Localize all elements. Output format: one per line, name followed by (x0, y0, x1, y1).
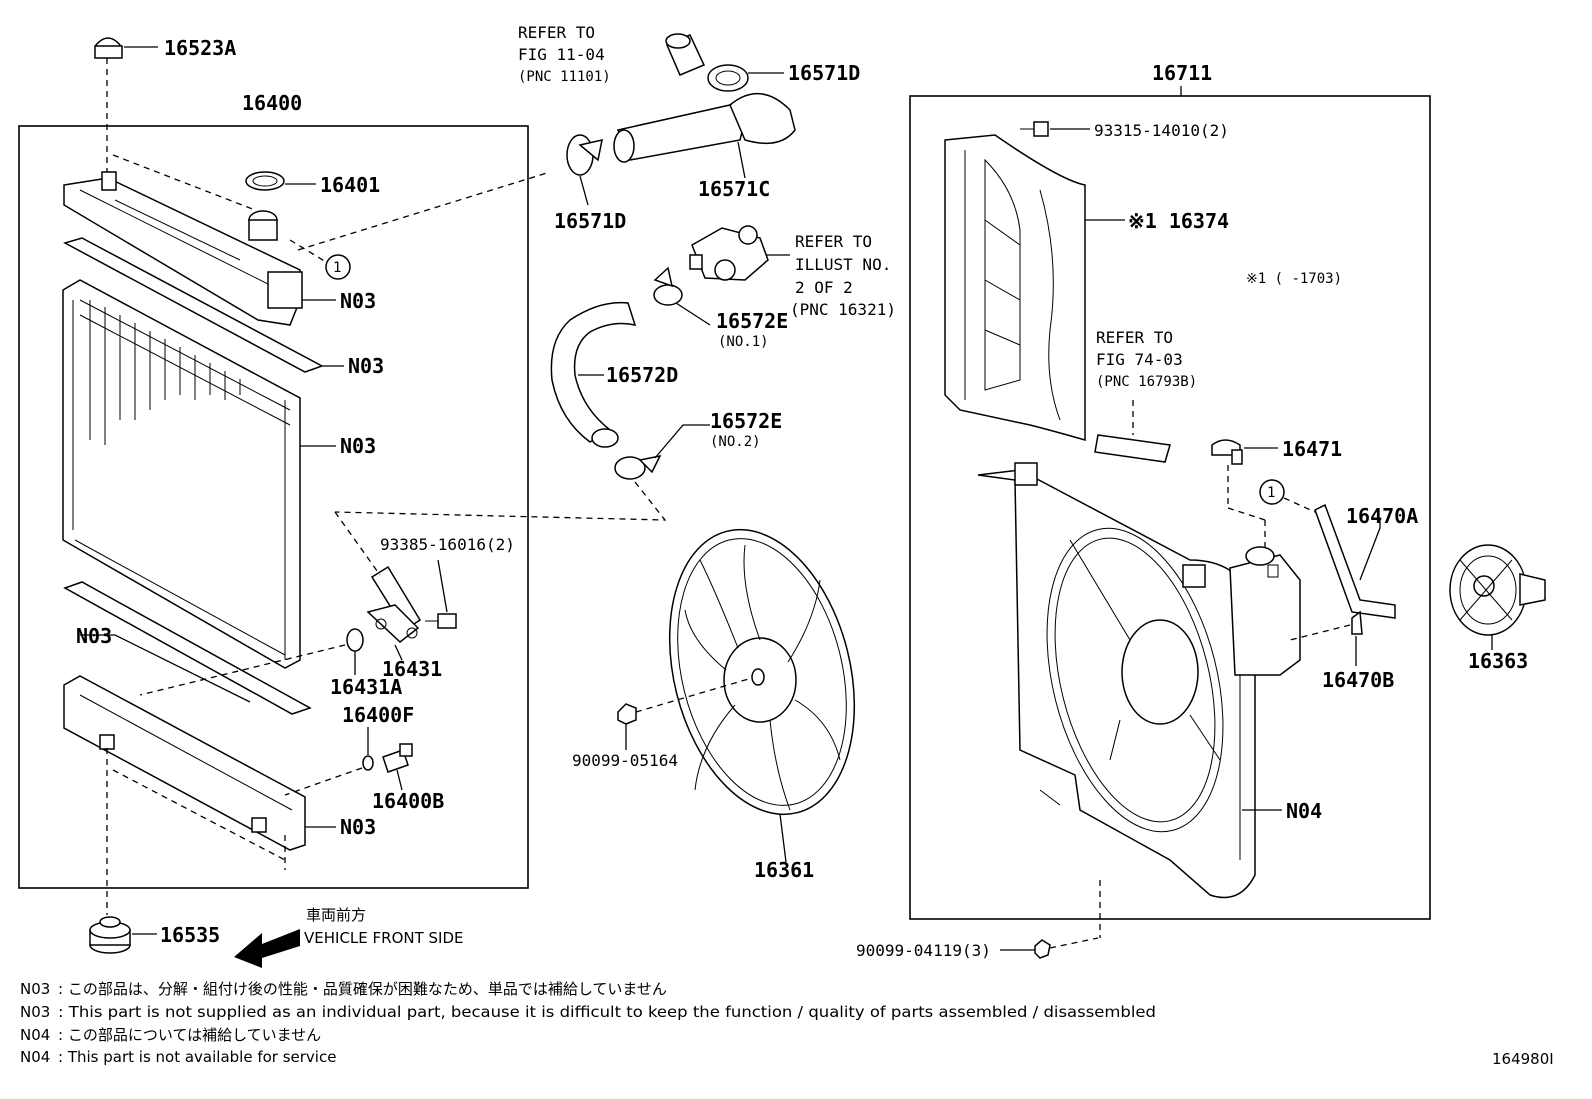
mount-cushion-16535-icon (89, 916, 131, 954)
hose-clip-16470B-icon (1351, 610, 1363, 635)
label-16374: ※1 16374 (1128, 209, 1229, 233)
label-16471: 16471 (1282, 437, 1342, 461)
footnote-1: ※1 ( -1703) (1246, 271, 1342, 287)
radiator-cap-16523A-icon (94, 37, 123, 59)
marker-1-right: 1 (1267, 485, 1275, 501)
label-16363: 16363 (1468, 649, 1528, 673)
label-n03-upper-seal: N03 (348, 354, 384, 378)
fan-shroud-group-box (909, 95, 1431, 920)
bolt-90099-04119-icon (1034, 939, 1051, 959)
cap-gasket-16401-icon (245, 171, 285, 191)
bolt-93315-icon (1020, 121, 1049, 137)
radiator-hose-16571C-icon (613, 92, 796, 163)
refer-fig-11-04-line2: FIG 11-04 (518, 45, 605, 64)
label-16572D: 16572D (606, 363, 678, 387)
label-16572E-no2: 16572E (710, 409, 782, 433)
label-16571D-left: 16571D (554, 209, 626, 233)
refer-illust-line2: ILLUST NO. (795, 255, 891, 274)
label-n03-lower-tank: N03 (340, 815, 376, 839)
radiator-lower-tank-icon (63, 675, 306, 851)
nut-90099-05164-icon (617, 703, 637, 725)
label-16523A: 16523A (164, 36, 236, 60)
hose-clamp-16572E-no1-icon (653, 266, 683, 306)
label-pad-icon (1094, 434, 1171, 463)
vehicle-front-label-jp: 車両前方 (306, 906, 366, 924)
label-16470A: 16470A (1346, 504, 1418, 528)
refer-fig-11-04-line3: (PNC 11101) (518, 69, 611, 85)
fan-shroud-icon (977, 462, 1256, 899)
label-16400: 16400 (242, 91, 302, 115)
label-16571C: 16571C (698, 177, 770, 201)
refer-illust-line3: 2 OF 2 (795, 278, 853, 297)
drain-plug-16400B-icon (382, 743, 413, 773)
water-outlet-icon (689, 225, 769, 281)
label-16571D-top: 16571D (788, 61, 860, 85)
refer-fig-74-03-line1: REFER TO (1096, 328, 1173, 347)
figure-id: 164980I (1492, 1050, 1554, 1068)
note-code-4: N04 (20, 1048, 50, 1066)
outlet-pipe-16431-icon (366, 565, 422, 643)
o-ring-16400F-icon (362, 755, 374, 771)
label-90099-05164: 90099-05164 (572, 751, 678, 770)
label-16572E-no2-sub: (NO.2) (710, 434, 761, 450)
radiator-group-box (18, 125, 529, 889)
hose-clamp-16571D-top-icon (707, 64, 749, 92)
label-16400B: 16400B (372, 789, 444, 813)
vehicle-front-arrow-icon (234, 929, 300, 968)
note-code-3: N04 (20, 1026, 50, 1044)
radiator-core-icon (62, 279, 301, 669)
refer-illust-line1: REFER TO (795, 232, 872, 251)
refer-illust-line4: (PNC 16321) (790, 300, 896, 319)
label-16572E-no1: 16572E (716, 309, 788, 333)
refer-fig-74-03-line2: FIG 74-03 (1096, 350, 1183, 369)
reservoir-tank-icon (1229, 546, 1301, 676)
label-90099-04119: 90099-04119(3) (856, 941, 991, 960)
overflow-hose-16470A-icon (1314, 503, 1396, 619)
note-text-2: : This part is not supplied as an indivi… (58, 1003, 1156, 1021)
label-16711: 16711 (1152, 61, 1212, 85)
marker-1-left: 1 (333, 260, 341, 276)
vehicle-front-label-en: VEHICLE FRONT SIDE (304, 929, 464, 947)
label-93385: 93385-16016(2) (380, 535, 515, 554)
radiator-upper-tank-icon (63, 171, 303, 326)
label-n03-core: N03 (340, 434, 376, 458)
label-16572E-no1-sub: (NO.1) (718, 334, 769, 350)
connection-marker-1-icon (325, 254, 351, 280)
label-n04: N04 (1286, 799, 1322, 823)
label-n03-lower-seal: N03 (76, 624, 112, 648)
cooling-fan-16361-icon (668, 528, 856, 816)
label-16400F: 16400F (342, 703, 414, 727)
o-ring-16431A-icon (346, 628, 364, 652)
hose-clamp-16571D-left-icon (566, 134, 603, 176)
label-16535: 16535 (160, 923, 220, 947)
refer-fig-11-04-line1: REFER TO (518, 23, 595, 42)
label-16401: 16401 (320, 173, 380, 197)
label-16470B: 16470B (1322, 668, 1394, 692)
connection-marker-1-right-icon (1259, 479, 1285, 505)
label-16431A: 16431A (330, 675, 402, 699)
refer-fig-74-03-line3: (PNC 16793B) (1096, 374, 1197, 390)
lower-seal-icon (63, 581, 312, 715)
air-guide-16374-icon (944, 134, 1086, 441)
label-93315: 93315-14010(2) (1094, 121, 1229, 140)
bolt-93385-icon (425, 613, 457, 629)
radiator-hose-16572D-icon (550, 301, 637, 448)
inlet-fitting-icon (665, 33, 706, 76)
note-text-4: : This part is not available for service (58, 1048, 336, 1066)
note-code-2: N03 (20, 1003, 50, 1021)
label-16361: 16361 (754, 858, 814, 882)
label-16431: 16431 (382, 657, 442, 681)
fan-motor-16363-icon (1449, 544, 1546, 636)
note-code-1: N03 (20, 980, 50, 998)
label-n03-upper-tank: N03 (340, 289, 376, 313)
reservoir-cap-16471-icon (1211, 439, 1243, 465)
note-text-3: : この部品については補給していません (58, 1026, 321, 1044)
note-text-1: : この部品は、分解・組付け後の性能・品質確保が困難なため、単品では補給していま… (58, 980, 667, 998)
hose-clamp-16572E-no2-icon (614, 454, 662, 480)
